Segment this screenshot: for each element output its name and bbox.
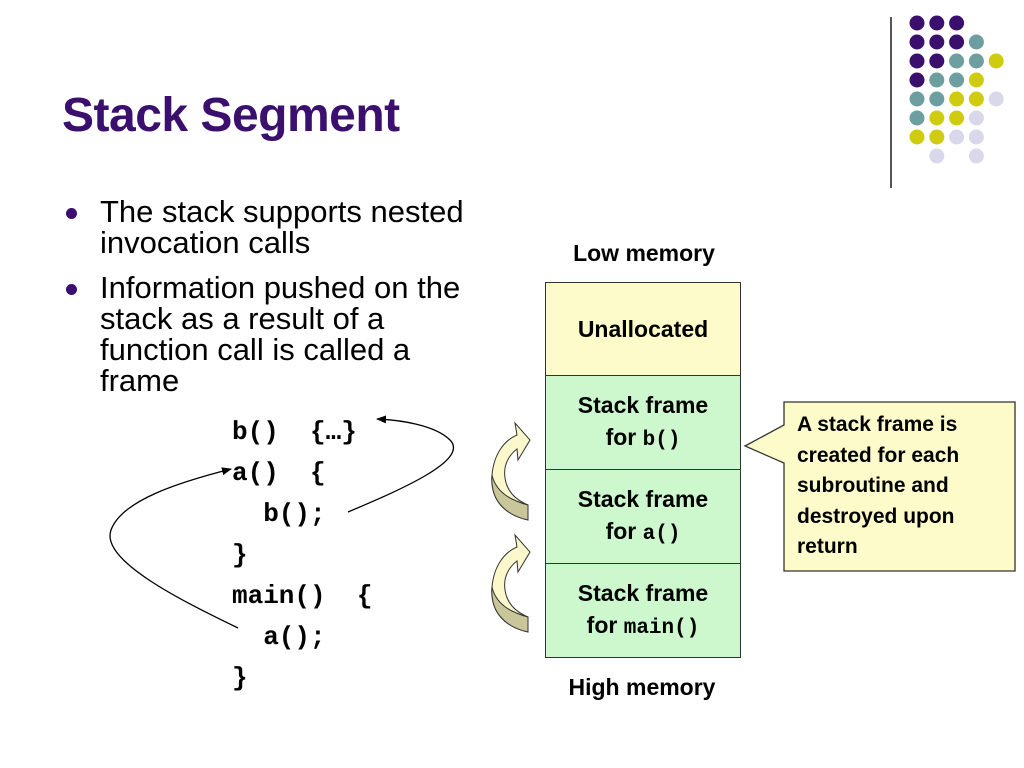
cell-label: Stack frame [577, 485, 709, 512]
decor-dot [909, 110, 925, 126]
decor-dot [929, 110, 945, 126]
decor-dot [929, 53, 945, 69]
stack-frame-b: Stack frame for b() [545, 376, 741, 470]
decor-dot [968, 53, 984, 69]
decor-dot [949, 53, 965, 69]
cell-prefix: for [586, 611, 624, 638]
cell-func: main() [623, 616, 700, 640]
decor-dot [909, 72, 925, 88]
bullet-dot-icon [66, 208, 77, 219]
code-line: a() { [232, 458, 326, 488]
bullet-text: The stack supports nested invocation cal… [100, 194, 464, 260]
push-arrow-icon [491, 533, 531, 633]
slide-title: Stack Segment [62, 89, 400, 142]
decor-dot [929, 34, 945, 50]
decor-dot [909, 34, 925, 50]
code-line: a(); [232, 622, 326, 652]
title-divider-line [890, 17, 892, 188]
decor-dot [949, 110, 965, 126]
decor-dot [968, 110, 984, 126]
stack-frame-main: Stack frame for main() [545, 564, 741, 658]
callout-text: A stack frame is created for each subrou… [797, 413, 960, 558]
call-arrow-a [109, 467, 239, 629]
cell-label: Unallocated [577, 316, 709, 342]
bullet-dot-icon [66, 284, 77, 295]
stack-diagram: Unallocated Stack frame for b() Stack fr… [545, 282, 741, 658]
decor-dot [988, 91, 1004, 107]
call-arrow-b [347, 415, 454, 513]
decor-dot [968, 34, 984, 50]
unallocated-cell: Unallocated [545, 282, 741, 376]
code-line: } [232, 540, 248, 570]
cell-label: Stack frame [577, 579, 709, 606]
decor-dot [929, 72, 945, 88]
push-arrow-icon [491, 421, 531, 521]
decor-dot [949, 34, 965, 50]
decor-dot [929, 129, 945, 145]
cell-func: b() [642, 428, 681, 452]
bullet-text: Information pushed on the stack as a res… [100, 270, 461, 398]
decor-dot [929, 91, 945, 107]
decor-dot [949, 15, 965, 31]
low-memory-label: Low memory [573, 240, 715, 266]
decor-dot [968, 148, 984, 164]
bullet-item: The stack supports nested invocation cal… [62, 196, 492, 258]
decor-dot [929, 15, 945, 31]
code-listing: b() {…} a() { b();} main() { a();} [232, 412, 372, 699]
high-memory-label: High memory [568, 674, 716, 700]
decor-dot [909, 129, 925, 145]
decor-dot [949, 129, 965, 145]
code-line: b(); [232, 499, 326, 529]
cell-prefix: for [605, 517, 643, 544]
decor-dot [909, 91, 925, 107]
decorative-dot-grid [909, 15, 1004, 164]
stack-frame-a: Stack frame for a() [545, 470, 741, 564]
callout-bubble [743, 401, 1016, 572]
code-line: b() {…} [232, 417, 357, 447]
decor-dot [968, 91, 984, 107]
decor-dot [988, 53, 1004, 69]
cell-func: a() [642, 522, 681, 546]
bullet-item: Information pushed on the stack as a res… [62, 272, 492, 396]
code-line: main() { [232, 581, 373, 611]
decor-dot [949, 72, 965, 88]
decor-dot [909, 15, 925, 31]
cell-prefix: for [605, 423, 643, 450]
cell-label: Stack frame [577, 391, 709, 418]
decor-dot [968, 72, 984, 88]
decor-dot [929, 148, 945, 164]
decor-dot [949, 91, 965, 107]
decor-dot [909, 53, 925, 69]
bullet-list: The stack supports nested invocation cal… [62, 196, 492, 410]
code-line: } [232, 663, 248, 693]
decor-dot [968, 129, 984, 145]
